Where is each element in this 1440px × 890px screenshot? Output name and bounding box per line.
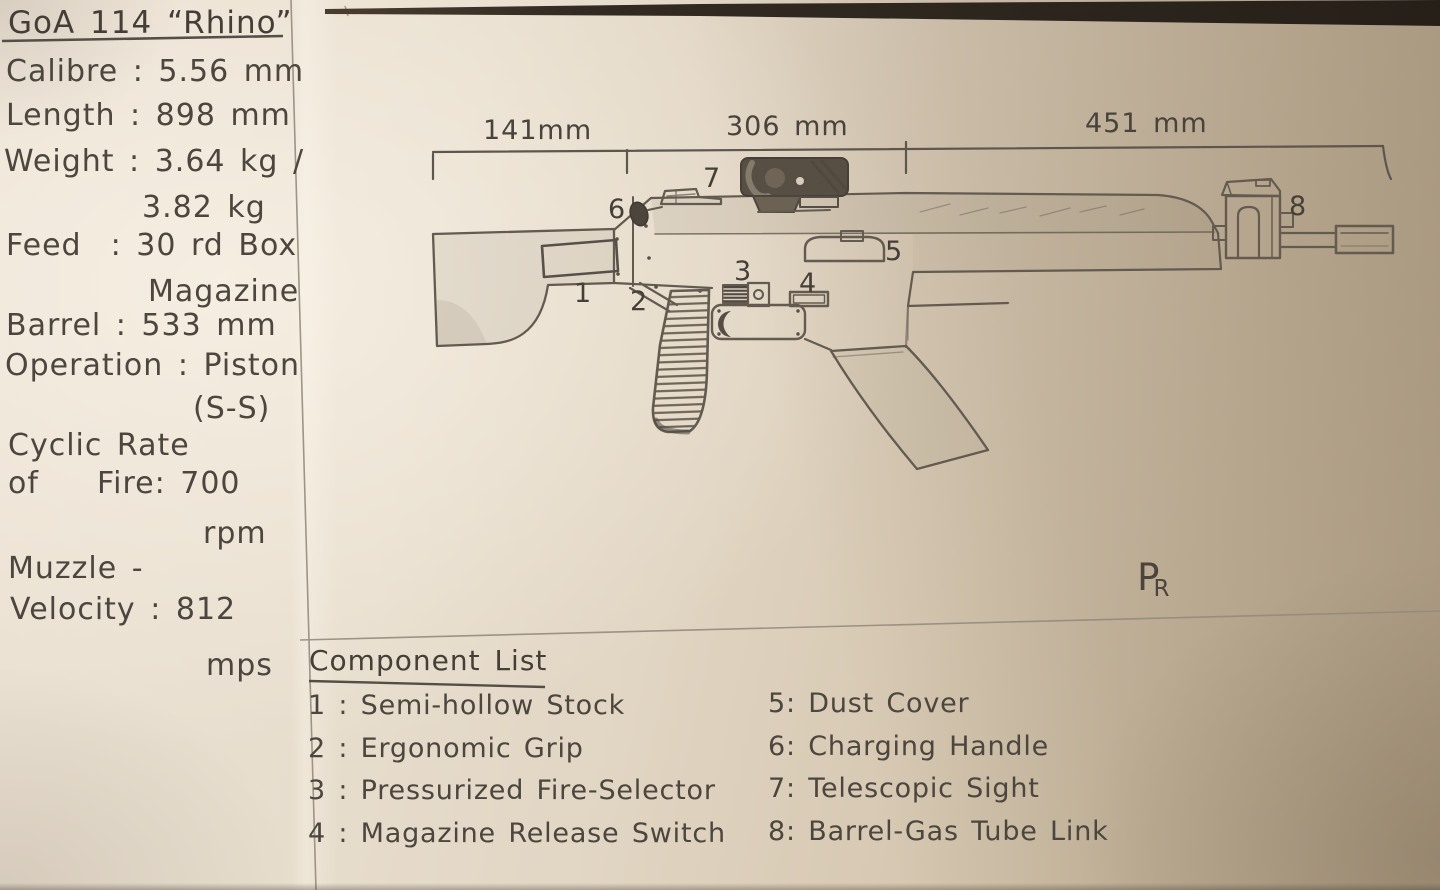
page-divider-lines: [290, 0, 1440, 890]
component-item-2: 2 : Ergonomic Grip: [308, 732, 584, 764]
magazine-release: [788, 290, 830, 308]
artist-monogram: PR: [1117, 537, 1170, 602]
monogram-letter-p: P: [1137, 556, 1161, 599]
rear-sight: [659, 187, 723, 206]
page-title: GoA 114 “Rhino”: [8, 5, 293, 41]
component-item-5: 5: Dust Cover: [768, 688, 970, 719]
barrel-muzzle: [1278, 224, 1395, 255]
callout-4: 4: [799, 268, 818, 299]
callout-1: 1: [574, 278, 593, 309]
component-item-7: 7: Telescopic Sight: [768, 773, 1040, 804]
spec-line-muzzle: Muzzle -: [8, 551, 144, 586]
spec-line-barrel: Barrel : 533 mm: [6, 308, 277, 343]
dust-cover: [803, 230, 886, 263]
spec-line-weight2: 3.82 kg: [142, 190, 266, 225]
spec-line-feed2: Magazine: [148, 274, 300, 309]
spec-line-rate-of-fire: of Fire: 700: [8, 466, 241, 501]
fire-selector: [722, 281, 771, 308]
spec-line-velocity: Velocity : 812: [10, 592, 237, 627]
spec-line-operation: Operation : Piston: [5, 348, 301, 383]
spec-line-rpm: rpm: [203, 516, 267, 551]
spec-line-operation2: (S-S): [193, 391, 271, 426]
trigger-panel: [710, 303, 807, 341]
dimension-label-451mm: 451 mm: [1085, 108, 1208, 139]
dimension-bracket: [431, 140, 1393, 181]
gas-block: [1212, 177, 1294, 260]
component-list-heading: Component List: [309, 644, 548, 677]
spec-line-feed: Feed : 30 rd Box: [6, 228, 298, 263]
charging-handle: [629, 201, 663, 227]
component-list-left-column: 1 : Semi-hollow Stock 2 : Ergonomic Grip…: [308, 690, 726, 860]
dimension-label-306mm: 306 mm: [726, 111, 849, 142]
spec-line-mps: mps: [206, 648, 273, 683]
callout-8: 8: [1289, 191, 1308, 222]
callout-5: 5: [885, 236, 904, 267]
component-item-3: 3 : Pressurized Fire-Selector: [308, 775, 716, 806]
telescopic-sight: [740, 157, 849, 213]
callout-6: 6: [608, 194, 627, 225]
spec-line-length: Length : 898 mm: [6, 98, 291, 133]
spec-line-calibre: Calibre : 5.56 mm: [6, 54, 305, 89]
monogram-letter-r: R: [1153, 576, 1171, 602]
callout-3: 3: [734, 256, 753, 287]
component-item-4: 4 : Magazine Release Switch: [308, 817, 726, 849]
spec-line-weight: Weight : 3.64 kg /: [4, 144, 305, 179]
magazine: [829, 344, 990, 471]
component-item-6: 6: Charging Handle: [768, 730, 1050, 762]
dimension-label-141mm: 141mm: [483, 115, 593, 146]
stock: [431, 196, 714, 348]
component-item-1: 1 : Semi-hollow Stock: [308, 690, 626, 721]
grip: [628, 281, 711, 435]
component-item-8: 8: Barrel-Gas Tube Link: [768, 815, 1109, 847]
callout-2: 2: [630, 286, 649, 317]
callout-7: 7: [703, 163, 722, 194]
receiver: [649, 191, 1223, 352]
spec-line-cyclic-rate: Cyclic Rate: [8, 428, 190, 463]
component-list-right-column: 5: Dust Cover 6: Charging Handle 7: Tele…: [768, 688, 1109, 858]
